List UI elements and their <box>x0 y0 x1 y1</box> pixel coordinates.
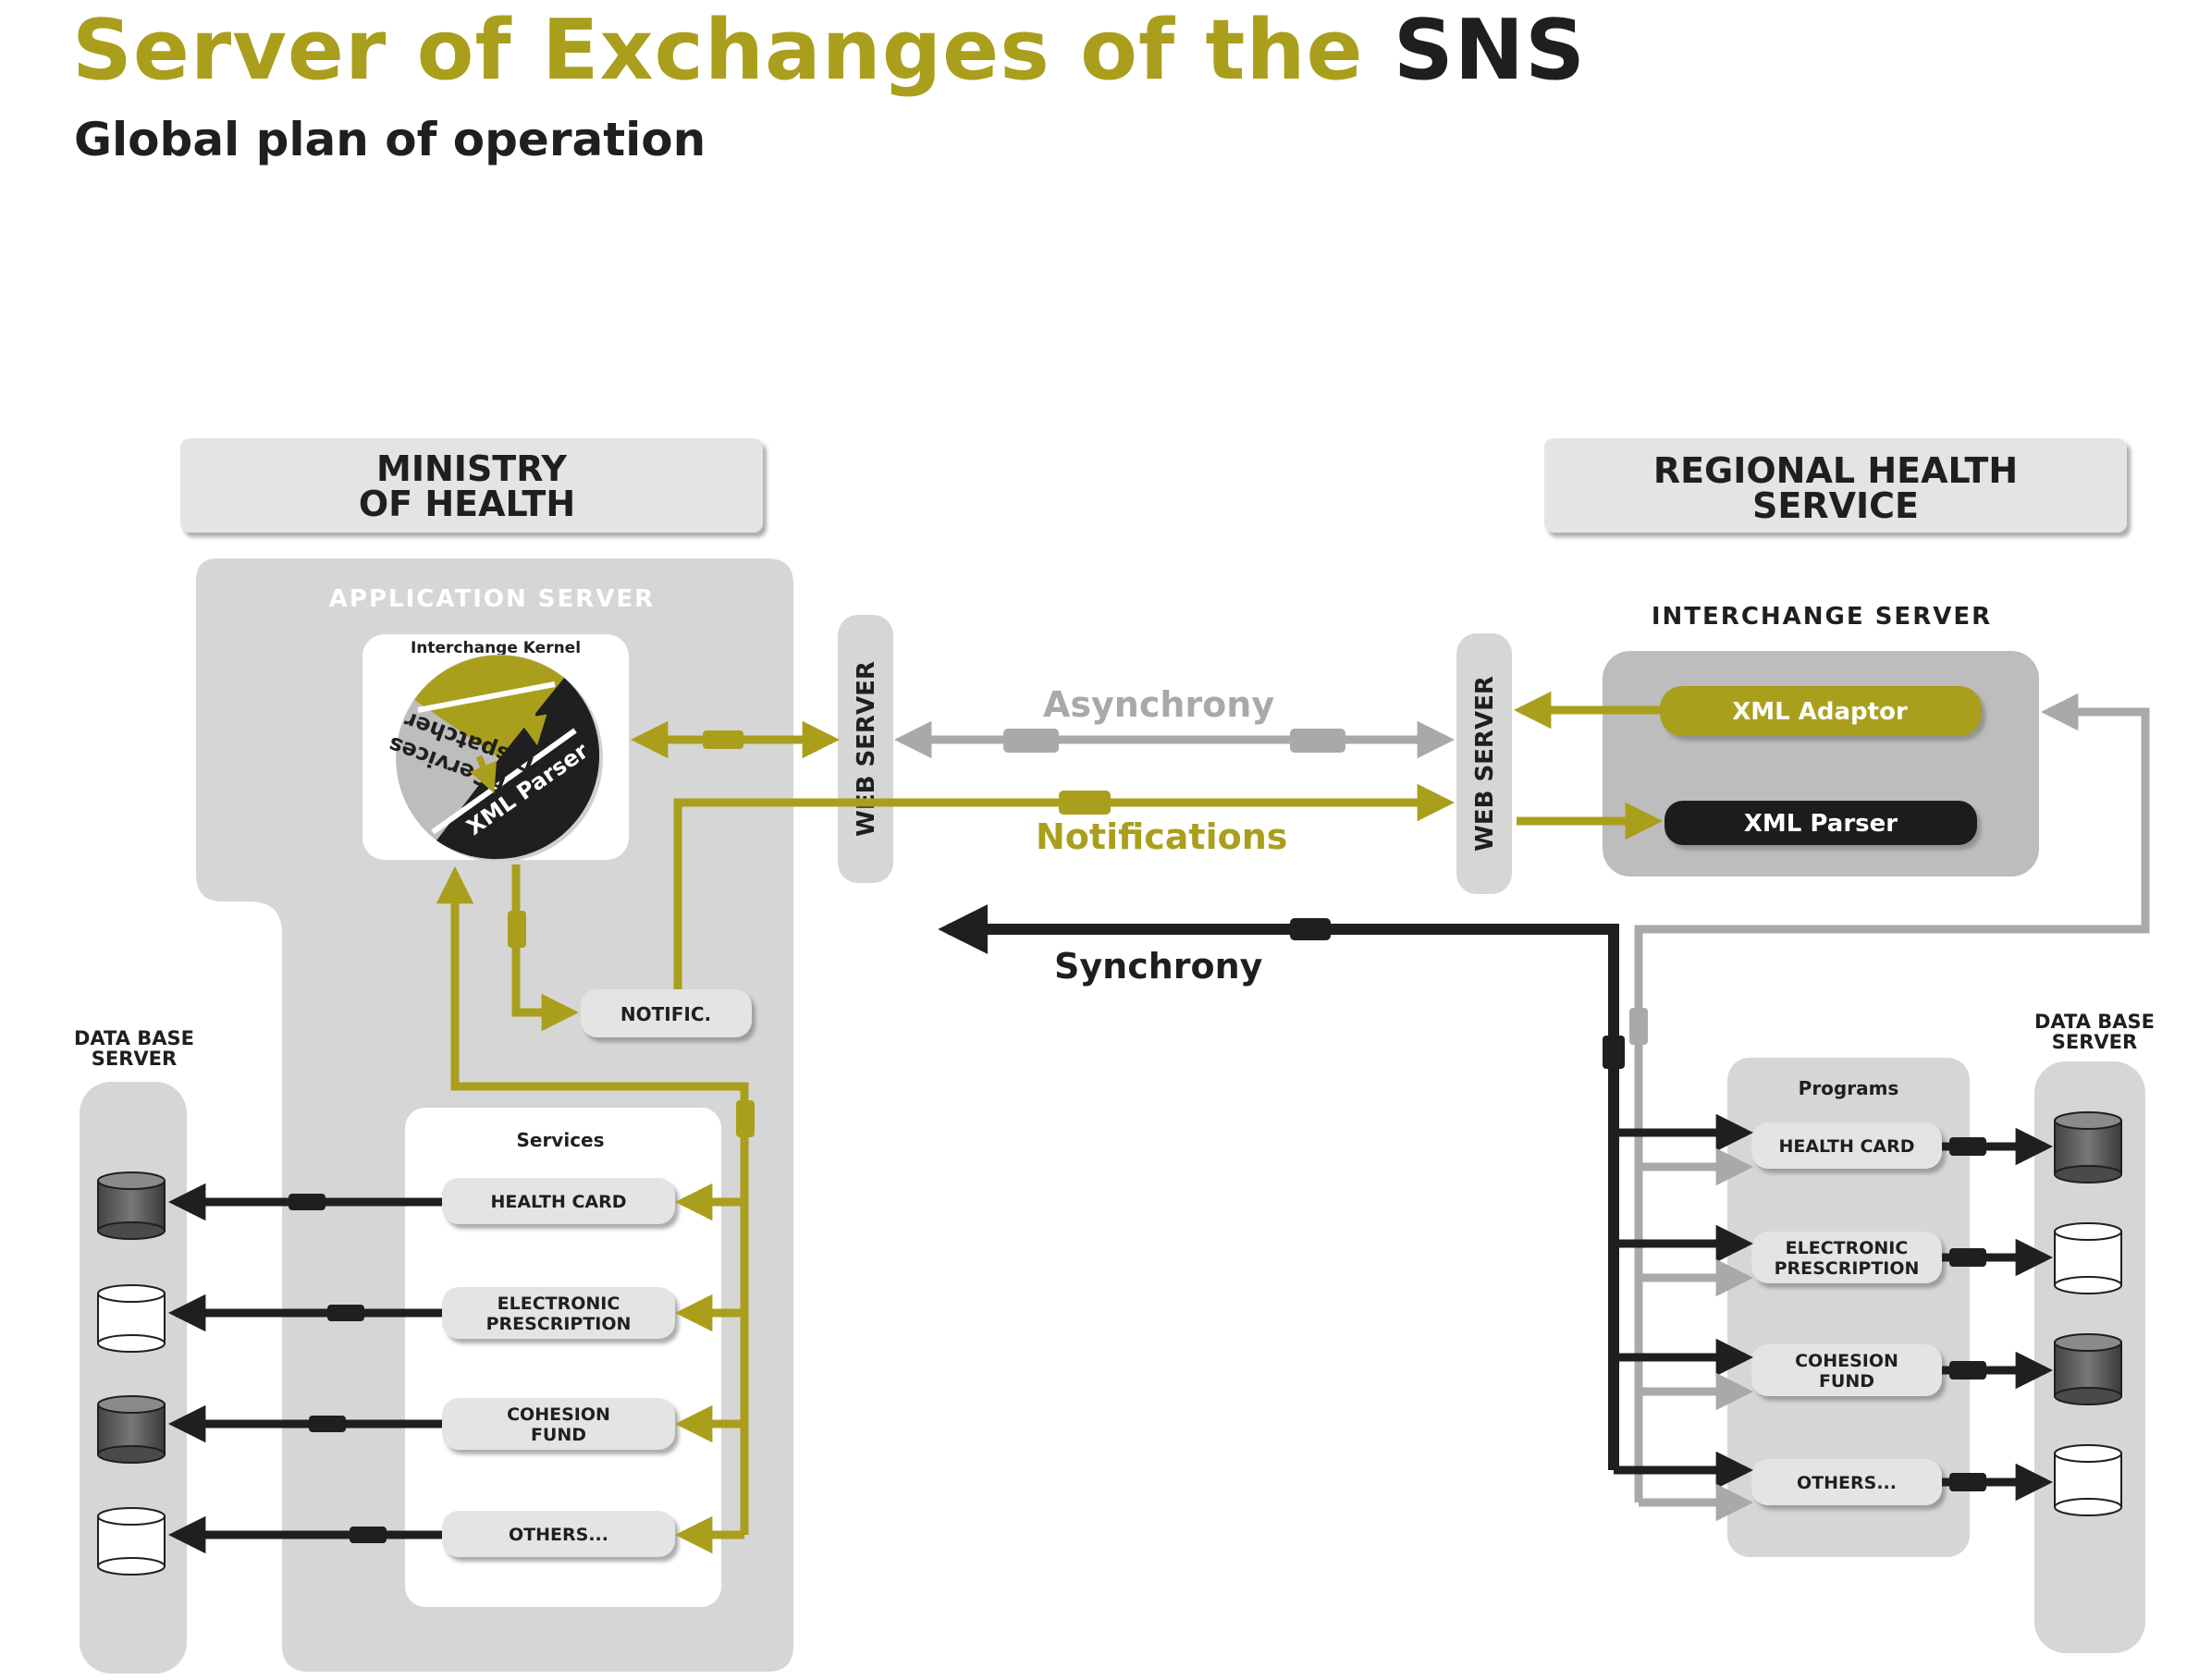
programs-input-arrows <box>1614 1113 1754 1522</box>
services-title: Services <box>516 1129 604 1151</box>
regional-title-line2: SERVICE <box>1752 485 1919 526</box>
program-item-others: OTHERS... <box>1751 1459 1942 1505</box>
database-cylinder-icon <box>2054 1444 2122 1516</box>
database-cylinder-icon <box>2054 1222 2122 1294</box>
program-label-line2: FUND <box>1819 1371 1874 1392</box>
interchange-server-panel: XML Adaptor XML Parser <box>1603 651 2039 877</box>
database-cylinder-icon <box>97 1507 166 1576</box>
ministry-title-line1: MINISTRY <box>376 448 567 489</box>
program-label-line2: PRESCRIPTION <box>1775 1258 1920 1279</box>
arrow-connectors <box>289 1194 387 1543</box>
service-item-health-card: HEALTH CARD <box>442 1178 675 1224</box>
ministry-db-label-line2: SERVER <box>92 1048 177 1070</box>
program-item-health-card: HEALTH CARD <box>1751 1122 1942 1169</box>
title-part2: SNS <box>1393 2 1586 99</box>
services-panel: Services <box>405 1108 721 1607</box>
xml-adaptor-label: XML Adaptor <box>1732 698 1908 726</box>
kernel-title: Interchange Kernel <box>411 639 581 657</box>
ministry-title-line2: OF HEALTH <box>359 484 575 524</box>
regional-db-server: DATA BASE SERVER <box>2034 1011 2155 1653</box>
service-item-electronic-prescription: ELECTRONIC PRESCRIPTION <box>442 1287 675 1339</box>
program-label: HEALTH CARD <box>1778 1136 1914 1157</box>
database-cylinder-icon <box>2054 1333 2122 1405</box>
regional-header: REGIONAL HEALTH SERVICE <box>1544 438 2127 533</box>
page-title: Server of Exchanges of the SNS <box>72 2 1586 99</box>
programs-panel: Programs <box>1727 1058 1970 1557</box>
notific-label: NOTIFIC. <box>620 1003 711 1025</box>
program-item-cohesion-fund: COHESION FUND <box>1751 1344 1942 1396</box>
page-subtitle: Global plan of operation <box>74 113 706 166</box>
program-label: OTHERS... <box>1797 1473 1897 1493</box>
regional-title-line1: REGIONAL HEALTH <box>1653 450 2018 491</box>
ministry-db-label-line1: DATA BASE <box>74 1027 194 1049</box>
ministry-header: MINISTRY OF HEALTH <box>180 438 763 533</box>
asynchrony-label: Asynchrony <box>1043 684 1274 725</box>
ministry-web-server-label: WEB SERVER <box>853 661 880 837</box>
interchange-server-label: INTERCHANGE SERVER <box>1652 603 1992 631</box>
bus-connectors <box>508 911 755 1137</box>
program-label: ELECTRONIC <box>1786 1238 1909 1258</box>
gray-return-path <box>1634 693 2150 1502</box>
program-arrow-connectors <box>1949 1137 1986 1491</box>
notifications-label: Notifications <box>1036 816 1287 857</box>
service-item-others: OTHERS... <box>442 1511 675 1557</box>
regional-web-server-label: WEB SERVER <box>1471 676 1499 852</box>
service-item-cohesion-fund: COHESION FUND <box>442 1398 675 1450</box>
title-part1: Server of Exchanges of the <box>72 2 1364 99</box>
database-cylinder-icon <box>97 1395 166 1464</box>
service-label: ELECTRONIC <box>498 1294 620 1314</box>
program-item-electronic-prescription: ELECTRONIC PRESCRIPTION <box>1751 1232 1942 1283</box>
service-label: OTHERS... <box>509 1525 608 1545</box>
service-label: COHESION <box>507 1404 610 1425</box>
database-cylinder-icon <box>2054 1111 2122 1183</box>
xml-parser-label: XML Parser <box>1744 810 1898 838</box>
interchange-kernel: Interchange Kernel Dispatcher of Service… <box>362 634 629 862</box>
regional-web-server: WEB SERVER <box>1456 633 1512 894</box>
database-cylinder-icon <box>97 1171 166 1240</box>
notific-box: NOTIFIC. <box>581 989 752 1037</box>
database-cylinder-icon <box>97 1284 166 1353</box>
service-label-line2: PRESCRIPTION <box>486 1314 632 1334</box>
regional-db-label-line1: DATA BASE <box>2034 1011 2155 1033</box>
synchrony-arrow <box>938 904 1619 1470</box>
ministry-web-server: WEB SERVER <box>838 615 893 883</box>
synchrony-label: Synchrony <box>1054 946 1263 987</box>
webserver-interchange-arrows <box>1513 691 1664 840</box>
application-server-label: APPLICATION SERVER <box>329 585 655 613</box>
programs-title: Programs <box>1799 1077 1899 1099</box>
service-label: HEALTH CARD <box>490 1192 626 1212</box>
service-label-line2: FUND <box>531 1425 586 1445</box>
regional-db-label-line2: SERVER <box>2052 1031 2137 1053</box>
program-label: COHESION <box>1795 1351 1898 1371</box>
notifications-arrow <box>673 783 1456 989</box>
